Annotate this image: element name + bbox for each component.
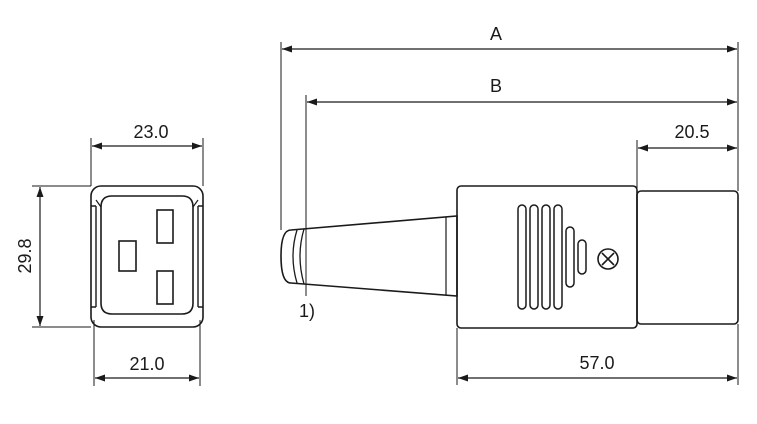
grip-rib-5 (565, 226, 575, 288)
screw-icon (597, 248, 619, 270)
grip-rib-3 (541, 204, 551, 310)
grip-rib-6 (577, 239, 587, 275)
cable-tail-ridge-2 (299, 228, 305, 285)
cable-tail-ridge-1 (292, 229, 298, 284)
grip-rib-2 (529, 204, 539, 310)
dim-right: 20.5 (674, 122, 709, 142)
pin-slot-lower (156, 270, 174, 305)
dim-b: B (490, 76, 502, 96)
dim-width-bottom: 21.0 (129, 354, 164, 374)
socket-chamfer (95, 199, 199, 208)
grip-rib-4 (553, 204, 563, 310)
pin-slot-upper (156, 209, 174, 244)
side-view: 1) A B 20.5 57.0 (280, 24, 739, 385)
dim-body: 57.0 (579, 353, 614, 373)
cable-tail (280, 215, 458, 297)
pin-slot-left (118, 240, 137, 272)
left-rib (91, 205, 97, 308)
dim-height: 29.8 (15, 238, 35, 273)
connector-nose (636, 190, 739, 325)
note-marker: 1) (299, 301, 315, 321)
grip-rib-1 (517, 204, 527, 310)
right-rib (197, 205, 203, 308)
socket-face (100, 195, 194, 315)
dim-a: A (490, 24, 502, 44)
connector-housing-front (90, 185, 204, 328)
dim-width-top: 23.0 (133, 122, 168, 142)
front-view: 23.0 21.0 29.8 (15, 122, 204, 386)
